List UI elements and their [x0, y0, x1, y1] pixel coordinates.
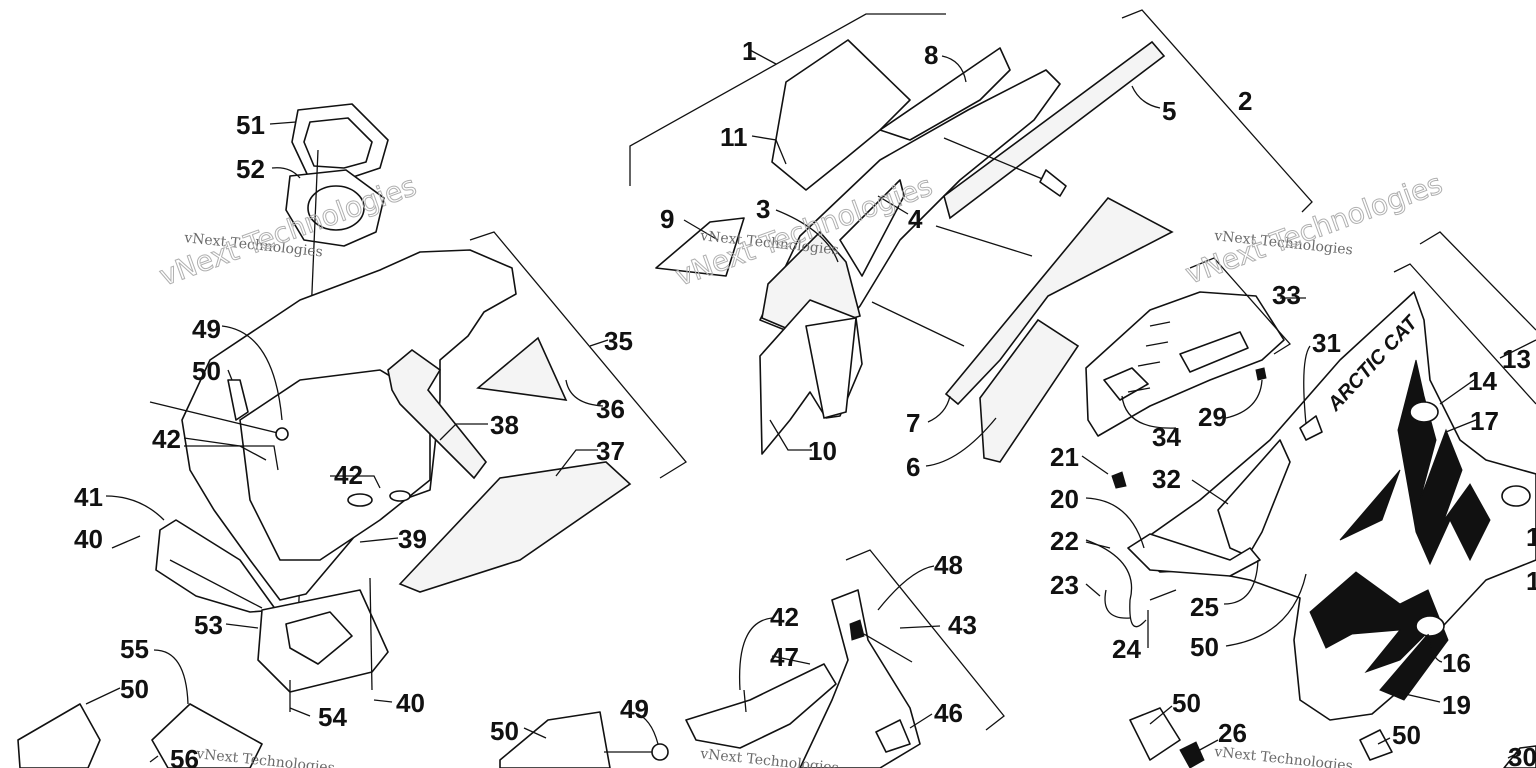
callout-52: 52: [236, 154, 265, 184]
callout-32: 32: [1152, 464, 1181, 494]
callout-55: 55: [120, 634, 149, 664]
callout-50-bottom-left: 50: [120, 674, 149, 704]
leader-lines: [85, 49, 1536, 763]
callout-7: 7: [906, 408, 920, 438]
callout-26: 26: [1218, 718, 1247, 748]
callout-47: 47: [770, 642, 799, 672]
callout-42-center: 42: [334, 460, 363, 490]
callout-25: 25: [1190, 592, 1219, 622]
callout-50-far-right: 50: [1392, 720, 1421, 750]
callout-29: 29: [1198, 402, 1227, 432]
callout-31: 31: [1312, 328, 1341, 358]
callout-6: 6: [906, 452, 920, 482]
callout-50-left: 50: [192, 356, 221, 386]
callout-21: 21: [1050, 442, 1079, 472]
callout-33: 33: [1272, 280, 1301, 310]
part-43-panel: [799, 589, 921, 768]
callout-23: 23: [1050, 570, 1079, 600]
callout-49-bottom: 49: [620, 694, 649, 724]
callout-53: 53: [194, 610, 223, 640]
part-38-foam: [387, 348, 488, 480]
part-6-foam: [979, 318, 1080, 463]
callout-22: 22: [1050, 526, 1079, 556]
callout-36: 36: [596, 394, 625, 424]
callout-50-bottom-center: 50: [490, 716, 519, 746]
callout-1: 1: [742, 36, 756, 66]
left-assembly: [17, 103, 687, 768]
part-11-windshield: [771, 39, 911, 191]
callout-13: 13: [1502, 344, 1531, 374]
callout-42-left: 42: [152, 424, 181, 454]
callout-40-left: 40: [74, 524, 103, 554]
callout-56: 56: [170, 744, 199, 768]
callout-11: 11: [720, 122, 748, 152]
part-36-foam: [476, 336, 568, 401]
callout-51: 51: [236, 110, 265, 140]
part-32-mesh: [1217, 439, 1291, 557]
center-bottom-assembly: [499, 549, 1005, 768]
callout-5: 5: [1162, 96, 1176, 126]
part-37-foam: [398, 461, 632, 593]
callout-42-bottom: 42: [770, 602, 799, 632]
callout-16: 16: [1442, 648, 1471, 678]
callout-50-right: 50: [1190, 632, 1219, 662]
part-8: [879, 47, 1011, 141]
callout-37: 37: [596, 436, 625, 466]
callout-4: 4: [908, 204, 923, 234]
callout-46: 46: [934, 698, 963, 728]
callout-38: 38: [490, 410, 519, 440]
part-9: [655, 217, 745, 277]
part-47: [685, 663, 837, 749]
part-7-foam: [944, 196, 1174, 406]
callout-49-left: 49: [192, 314, 221, 344]
callout-17: 17: [1470, 406, 1499, 436]
callout-14: 14: [1468, 366, 1497, 396]
part-55: [151, 703, 263, 768]
callout-8: 8: [924, 40, 938, 70]
callout-30: 30: [1508, 742, 1536, 768]
callout-50-bottom-right: 50: [1172, 688, 1201, 718]
callout-24: 24: [1112, 634, 1141, 664]
callout-20: 20: [1050, 484, 1079, 514]
callout-9: 9: [660, 204, 674, 234]
callout-39: 39: [398, 524, 427, 554]
part-50-bracket: [499, 711, 611, 768]
callout-labels: 1 2 3 4 5 6 7 8 9 10 11 13 14 16 17 19 2…: [74, 36, 1536, 768]
callout-19: 19: [1442, 690, 1471, 720]
callout-34: 34: [1152, 422, 1181, 452]
callout-48: 48: [934, 550, 963, 580]
right-assembly: ARCTIC CAT: [1085, 231, 1536, 768]
callout-41: 41: [74, 482, 103, 512]
callout-3: 3: [756, 194, 770, 224]
callout-54: 54: [318, 702, 347, 732]
callout-1-right-a: 1: [1526, 522, 1536, 552]
callout-35: 35: [604, 326, 633, 356]
callout-1-right-b: 1: [1526, 566, 1536, 596]
part-5-foam: [943, 40, 1166, 220]
callout-40-bottom: 40: [396, 688, 425, 718]
callout-10: 10: [808, 436, 837, 466]
callout-43: 43: [948, 610, 977, 640]
callout-2: 2: [1238, 86, 1252, 116]
